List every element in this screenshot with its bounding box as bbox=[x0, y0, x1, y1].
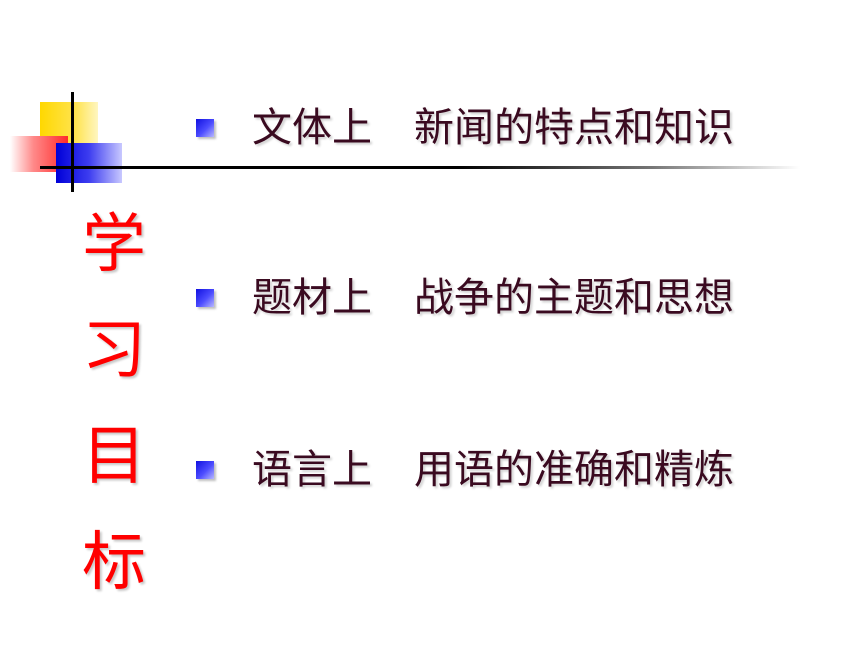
bullet-label: 题材上 bbox=[252, 275, 372, 321]
vertical-title: 学 习 目 标 bbox=[74, 192, 154, 616]
bullet-item: 题材上 战争的主题和思想 bbox=[196, 266, 734, 330]
decor-blue-square bbox=[56, 143, 122, 183]
bullet-square-icon bbox=[196, 289, 214, 307]
decor-horizontal-line bbox=[40, 166, 800, 169]
bullet-description: 新闻的特点和知识 bbox=[414, 105, 734, 151]
bullet-label: 文体上 bbox=[252, 105, 372, 151]
bullet-label: 语言上 bbox=[252, 447, 372, 493]
decor-vertical-line bbox=[71, 92, 74, 192]
title-char: 习 bbox=[82, 314, 146, 388]
bullet-item: 文体上 新闻的特点和知识 bbox=[196, 96, 734, 160]
bullet-item: 语言上 用语的准确和精炼 bbox=[196, 438, 734, 502]
title-char: 目 bbox=[82, 420, 146, 494]
bullet-description: 战争的主题和思想 bbox=[414, 275, 734, 321]
bullet-description: 用语的准确和精炼 bbox=[414, 447, 734, 493]
title-char: 标 bbox=[82, 526, 146, 600]
title-char: 学 bbox=[82, 208, 146, 282]
bullet-square-icon bbox=[196, 461, 214, 479]
bullet-square-icon bbox=[196, 119, 214, 137]
